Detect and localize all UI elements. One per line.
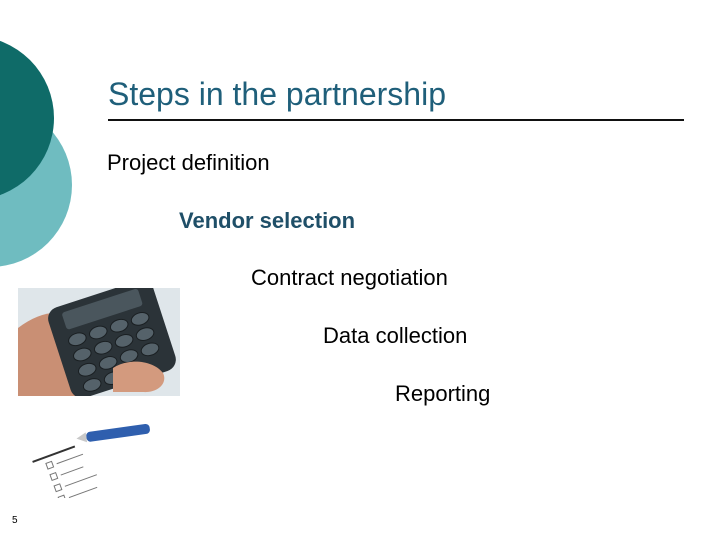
page-number: 5: [12, 515, 18, 526]
slide-title: Steps in the partnership: [108, 76, 446, 112]
step-project-definition: Project definition: [107, 150, 270, 175]
phone-photo: [18, 288, 180, 396]
form-photo: [24, 412, 150, 498]
title-underline: [108, 119, 684, 121]
step-contract-negotiation: Contract negotiation: [251, 265, 448, 290]
step-vendor-selection: Vendor selection: [179, 208, 356, 233]
dark-teal-circle: [0, 40, 54, 196]
step-data-collection: Data collection: [323, 323, 468, 348]
step-reporting: Reporting: [395, 381, 491, 406]
decorative-circles: [0, 40, 72, 267]
